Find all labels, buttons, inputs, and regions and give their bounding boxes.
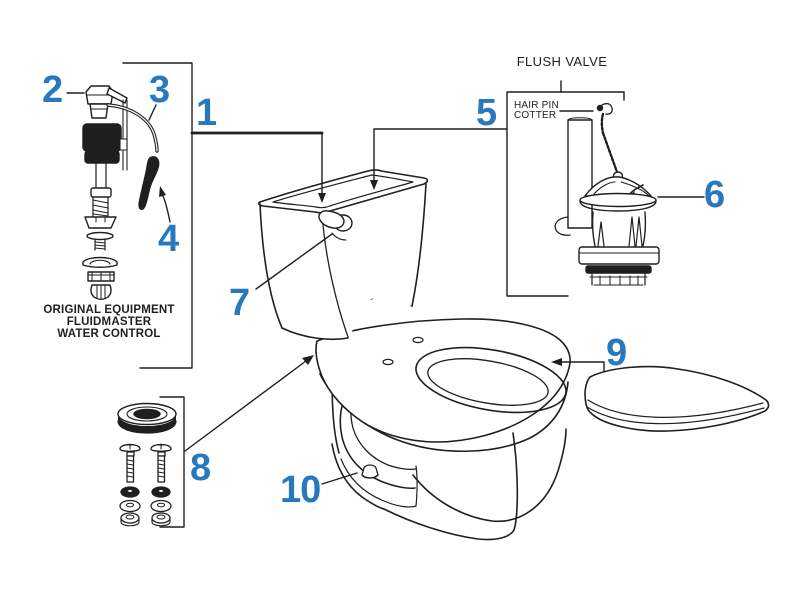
arrowhead-5 (370, 180, 378, 190)
part-label-4: 4 (158, 218, 179, 260)
part-label-10: 10 (280, 469, 321, 511)
part-label-6: 6 (704, 174, 725, 216)
float-cup (82, 123, 122, 152)
part-label-3: 3 (149, 69, 170, 111)
bowl-deck (315, 318, 571, 443)
toilet-seat-drawing (584, 365, 770, 432)
tank-bottom-edge (281, 327, 349, 341)
flush-handle-drawing (318, 210, 353, 241)
cotter-line: COTTER (514, 110, 557, 121)
flush-valve-body (578, 211, 660, 286)
leader-9 (557, 361, 605, 372)
water-control-line: ORIGINAL EQUIPMENT (43, 304, 175, 316)
fluidmaster-water-control-label: ORIGINAL EQUIPMENT FLUIDMASTER WATER CON… (26, 304, 192, 340)
bowl-opening-inner (427, 358, 549, 406)
tank-lid-rim (272, 174, 414, 209)
seat-edge-line (587, 399, 764, 418)
arrowhead-4 (159, 186, 166, 197)
tank-right-edge (411, 183, 427, 307)
leader-5 (373, 128, 508, 182)
leader-10 (321, 472, 358, 485)
valve-lever (106, 87, 128, 104)
bolt-kit-drawing (119, 443, 172, 527)
seat-hole (382, 358, 394, 366)
leader-3 (148, 104, 157, 121)
closet-bolt (150, 443, 172, 527)
seal-ring (585, 265, 652, 274)
wax-ring-drawing (117, 402, 177, 434)
bowl-underside (412, 428, 567, 523)
part-label-5: 5 (476, 92, 497, 134)
water-control-line: WATER CONTROL (57, 328, 161, 340)
part-label-7: 7 (229, 282, 250, 324)
tube-clip (138, 156, 160, 210)
leader-7 (255, 233, 333, 290)
seat-hole (412, 336, 424, 344)
tank-left-edge (259, 203, 283, 329)
fill-valve-drawing (82, 85, 160, 300)
callout-lines (66, 62, 705, 528)
flush-valve-assembly-drawing (554, 102, 660, 286)
part-label-9: 9 (606, 332, 627, 374)
arrowhead-1 (318, 193, 326, 203)
part-label-8: 8 (190, 447, 211, 489)
hair-pin-cotter-label: HAIR PIN COTTER (514, 101, 559, 121)
water-control-line: FLUIDMASTER (66, 316, 152, 328)
tank-front-face (260, 203, 348, 340)
seat-edge-line (586, 406, 765, 425)
hair-pin-drawing (596, 102, 613, 115)
bolt-cap-drawing (361, 464, 379, 479)
part-label-2: 2 (42, 69, 63, 111)
part-label-1: 1 (196, 92, 217, 134)
leader-8 (184, 360, 307, 452)
tank-crease (321, 212, 349, 338)
hair-pin-line: HAIR PIN (514, 100, 559, 111)
overflow-tube (554, 117, 593, 236)
float-rod (122, 99, 128, 171)
bracket-flush-valve (506, 91, 625, 297)
bracket-bolt-kit (159, 396, 185, 528)
toilet-bowl-drawing (315, 294, 571, 541)
arrowhead-9 (551, 358, 562, 366)
toilet-tank-drawing (257, 169, 429, 341)
valve-neck (89, 103, 109, 119)
flapper-chain (600, 112, 605, 135)
tank-top-face (257, 169, 429, 214)
flush-valve-label: FLUSH VALVE (516, 54, 608, 69)
arrowhead-8 (302, 355, 314, 365)
leader-4 (162, 195, 171, 223)
flapper-chain (601, 131, 619, 174)
bracket-fill-valve (122, 62, 193, 369)
flapper-drawing (579, 171, 657, 212)
closet-bolt (119, 443, 141, 527)
bowl-opening-outer (415, 346, 567, 414)
